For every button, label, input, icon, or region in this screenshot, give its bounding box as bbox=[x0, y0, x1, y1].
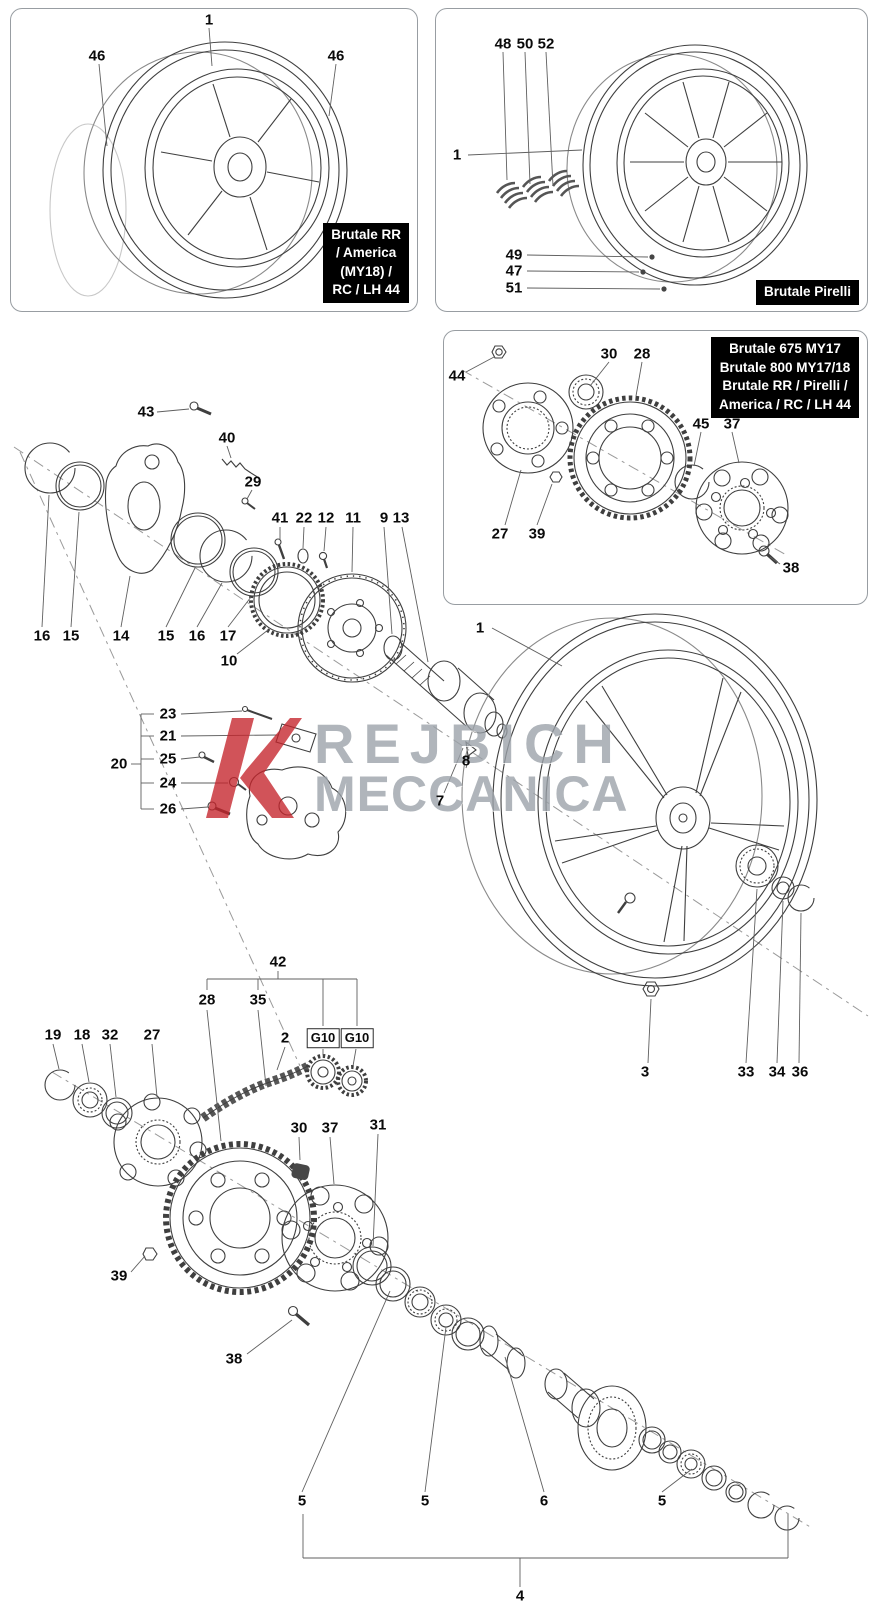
callout-15: 15 bbox=[62, 627, 80, 645]
panel-front-wheel: Brutale RR / America (MY18) / RC / LH 44 bbox=[10, 8, 418, 312]
callout-22: 22 bbox=[295, 509, 313, 527]
callout-36: 36 bbox=[791, 1063, 809, 1081]
callout-29: 29 bbox=[244, 473, 262, 491]
callout-44: 44 bbox=[448, 367, 466, 385]
callout-38: 38 bbox=[225, 1350, 243, 1368]
callout-34: 34 bbox=[768, 1063, 786, 1081]
lower-exploded-art bbox=[44, 1054, 800, 1531]
callout-5: 5 bbox=[420, 1492, 430, 1510]
callout-20: 20 bbox=[110, 755, 128, 773]
callout-16: 16 bbox=[188, 627, 206, 645]
callout-24: 24 bbox=[159, 774, 177, 792]
callout-31: 31 bbox=[369, 1116, 387, 1134]
callout-47: 47 bbox=[505, 262, 523, 280]
callout-1: 1 bbox=[204, 11, 214, 29]
variant-label-pirelli: Brutale Pirelli bbox=[755, 280, 859, 305]
callout-41: 41 bbox=[271, 509, 289, 527]
callout-27: 27 bbox=[491, 525, 509, 543]
callout-1: 1 bbox=[452, 146, 462, 164]
callout-2: 2 bbox=[280, 1029, 290, 1047]
callout-19: 19 bbox=[44, 1026, 62, 1044]
callout-38: 38 bbox=[782, 559, 800, 577]
callout-35: 35 bbox=[249, 991, 267, 1009]
callout-30: 30 bbox=[600, 345, 618, 363]
callout-1: 1 bbox=[475, 619, 485, 637]
watermark-word-2: MECCANICA bbox=[314, 765, 629, 822]
callout-5: 5 bbox=[297, 1492, 307, 1510]
callout-25: 25 bbox=[159, 750, 177, 768]
callout-43: 43 bbox=[137, 403, 155, 421]
wheel-weights-art bbox=[495, 169, 580, 209]
callout-4: 4 bbox=[515, 1587, 525, 1605]
callout-42: 42 bbox=[269, 953, 287, 971]
callout-27: 27 bbox=[143, 1026, 161, 1044]
variant-label-front-wheel: Brutale RR / America (MY18) / RC / LH 44 bbox=[323, 222, 409, 303]
callout-45: 45 bbox=[692, 415, 710, 433]
axis-lines bbox=[13, 369, 869, 1529]
callout-28: 28 bbox=[198, 991, 216, 1009]
callout-32: 32 bbox=[101, 1026, 119, 1044]
callout-17: 17 bbox=[219, 627, 237, 645]
callout-51: 51 bbox=[505, 279, 523, 297]
callout-7: 7 bbox=[435, 792, 445, 810]
panel-sprocket-kit: Brutale 675 MY17 Brutale 800 MY17/18 Bru… bbox=[443, 330, 868, 605]
leader-lines bbox=[41, 27, 802, 1587]
callout-11: 11 bbox=[345, 509, 361, 527]
callout-37: 37 bbox=[723, 415, 741, 433]
callout-5: 5 bbox=[657, 1492, 667, 1510]
watermark-logo-icon bbox=[206, 718, 302, 818]
callout-39: 39 bbox=[528, 525, 546, 543]
callout-39: 39 bbox=[110, 1267, 128, 1285]
callout-8: 8 bbox=[461, 752, 471, 770]
callout-15: 15 bbox=[157, 627, 175, 645]
callout-50: 50 bbox=[516, 35, 534, 53]
callout-6: 6 bbox=[539, 1492, 549, 1510]
panel-pirelli-wheel: Brutale Pirelli bbox=[435, 8, 868, 312]
callout-30: 30 bbox=[290, 1119, 308, 1137]
callout-G10: G10 bbox=[340, 1028, 374, 1048]
callout-33: 33 bbox=[737, 1063, 755, 1081]
callout-46: 46 bbox=[88, 47, 106, 65]
callout-3: 3 bbox=[640, 1063, 650, 1081]
callout-12: 12 bbox=[317, 509, 335, 527]
callout-21: 21 bbox=[159, 727, 177, 745]
callout-37: 37 bbox=[321, 1119, 339, 1137]
callout-26: 26 bbox=[159, 800, 177, 818]
callout-10: 10 bbox=[220, 652, 238, 670]
callout-28: 28 bbox=[633, 345, 651, 363]
callout-14: 14 bbox=[112, 627, 130, 645]
callout-46: 46 bbox=[327, 47, 345, 65]
callout-G10: G10 bbox=[306, 1028, 340, 1048]
watermark: REJBICH MECCANICA bbox=[206, 716, 629, 820]
callout-40: 40 bbox=[218, 429, 236, 447]
callout-48: 48 bbox=[494, 35, 512, 53]
callout-23: 23 bbox=[159, 705, 177, 723]
front-wheel-art bbox=[49, 41, 348, 299]
watermark-word-1: REJBICH bbox=[314, 712, 623, 776]
callout-9: 9 bbox=[379, 509, 389, 527]
pirelli-wheel-art bbox=[566, 44, 808, 286]
variant-label-sprocket-kit: Brutale 675 MY17 Brutale 800 MY17/18 Bru… bbox=[710, 337, 859, 418]
callout-16: 16 bbox=[33, 627, 51, 645]
callout-49: 49 bbox=[505, 246, 523, 264]
sprocket-kit-art bbox=[482, 345, 789, 565]
callout-13: 13 bbox=[392, 509, 410, 527]
watermark-text: REJBICH MECCANICA bbox=[314, 712, 629, 822]
callout-18: 18 bbox=[73, 1026, 91, 1044]
callout-52: 52 bbox=[537, 35, 555, 53]
rim-weight-dots bbox=[640, 254, 667, 292]
